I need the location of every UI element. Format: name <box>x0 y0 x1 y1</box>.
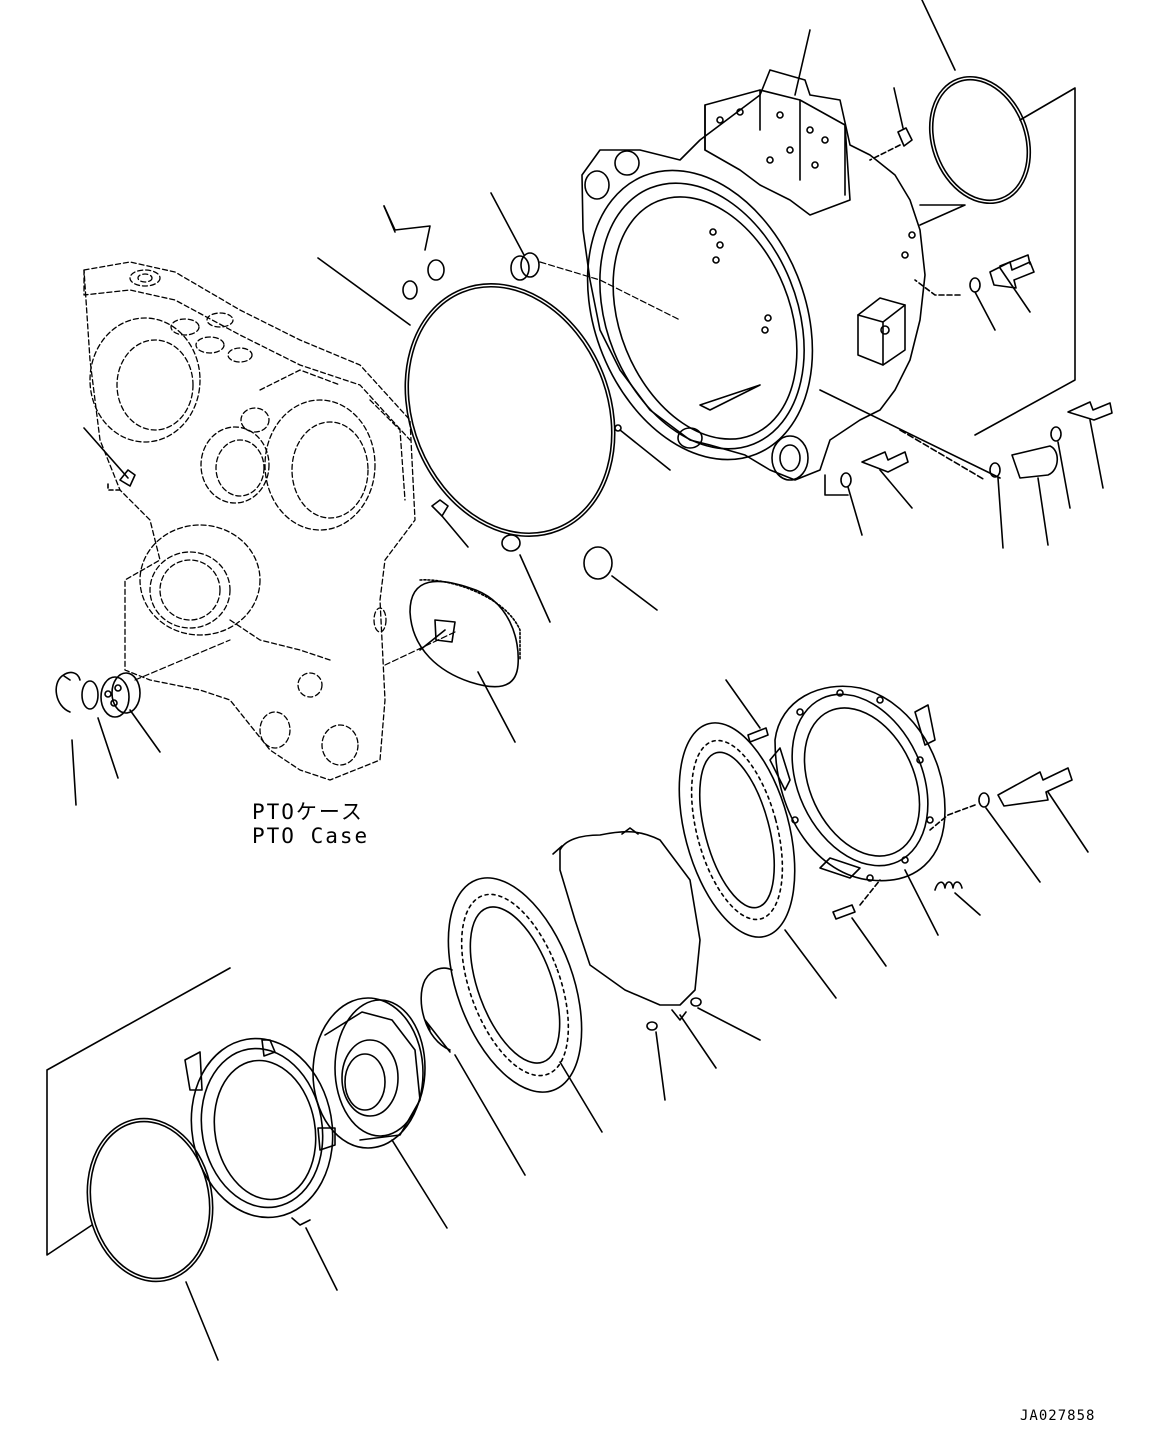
separator-plate-part <box>552 827 761 1101</box>
clutch-drum-part <box>184 1037 338 1291</box>
lower-o-rings-part <box>501 424 671 623</box>
clutch-retainer-part <box>769 685 946 936</box>
pto-case-outline <box>83 261 416 781</box>
breather-plug-part <box>490 192 681 321</box>
housing-bolt-upper <box>914 254 1035 331</box>
bearing-part <box>100 672 161 753</box>
housing-o-ring-part <box>919 0 1076 436</box>
pto-case-label-jp: PTOケース <box>252 800 364 824</box>
large-o-ring-lower-part <box>46 967 231 1361</box>
large-gasket-part <box>317 257 616 538</box>
piston-part <box>312 997 448 1229</box>
housing-bracket-bolt <box>819 389 1113 549</box>
friction-plate-upper-part <box>678 722 837 999</box>
pin-upper-part <box>725 679 769 743</box>
ring-part <box>81 680 119 779</box>
main-housing-part <box>581 29 926 481</box>
clutch-bolt-part <box>929 767 1089 883</box>
pto-case-label-en: PTO Case <box>252 824 370 848</box>
pto-plug-left <box>83 427 136 491</box>
snap-ring-part <box>55 671 81 806</box>
housing-bolt-lower <box>824 451 913 536</box>
snap-ring-lower-part <box>420 967 526 1176</box>
gear-assembly-part <box>409 579 521 743</box>
spring-part <box>934 881 981 916</box>
housing-plug-part <box>869 87 913 161</box>
pin-lower-part <box>832 879 887 967</box>
small-o-rings-part <box>383 205 445 300</box>
pto-plug-right <box>431 499 469 548</box>
drawing-id-label: JA027858 <box>1020 1408 1096 1424</box>
friction-plate-lower-part <box>447 877 603 1133</box>
